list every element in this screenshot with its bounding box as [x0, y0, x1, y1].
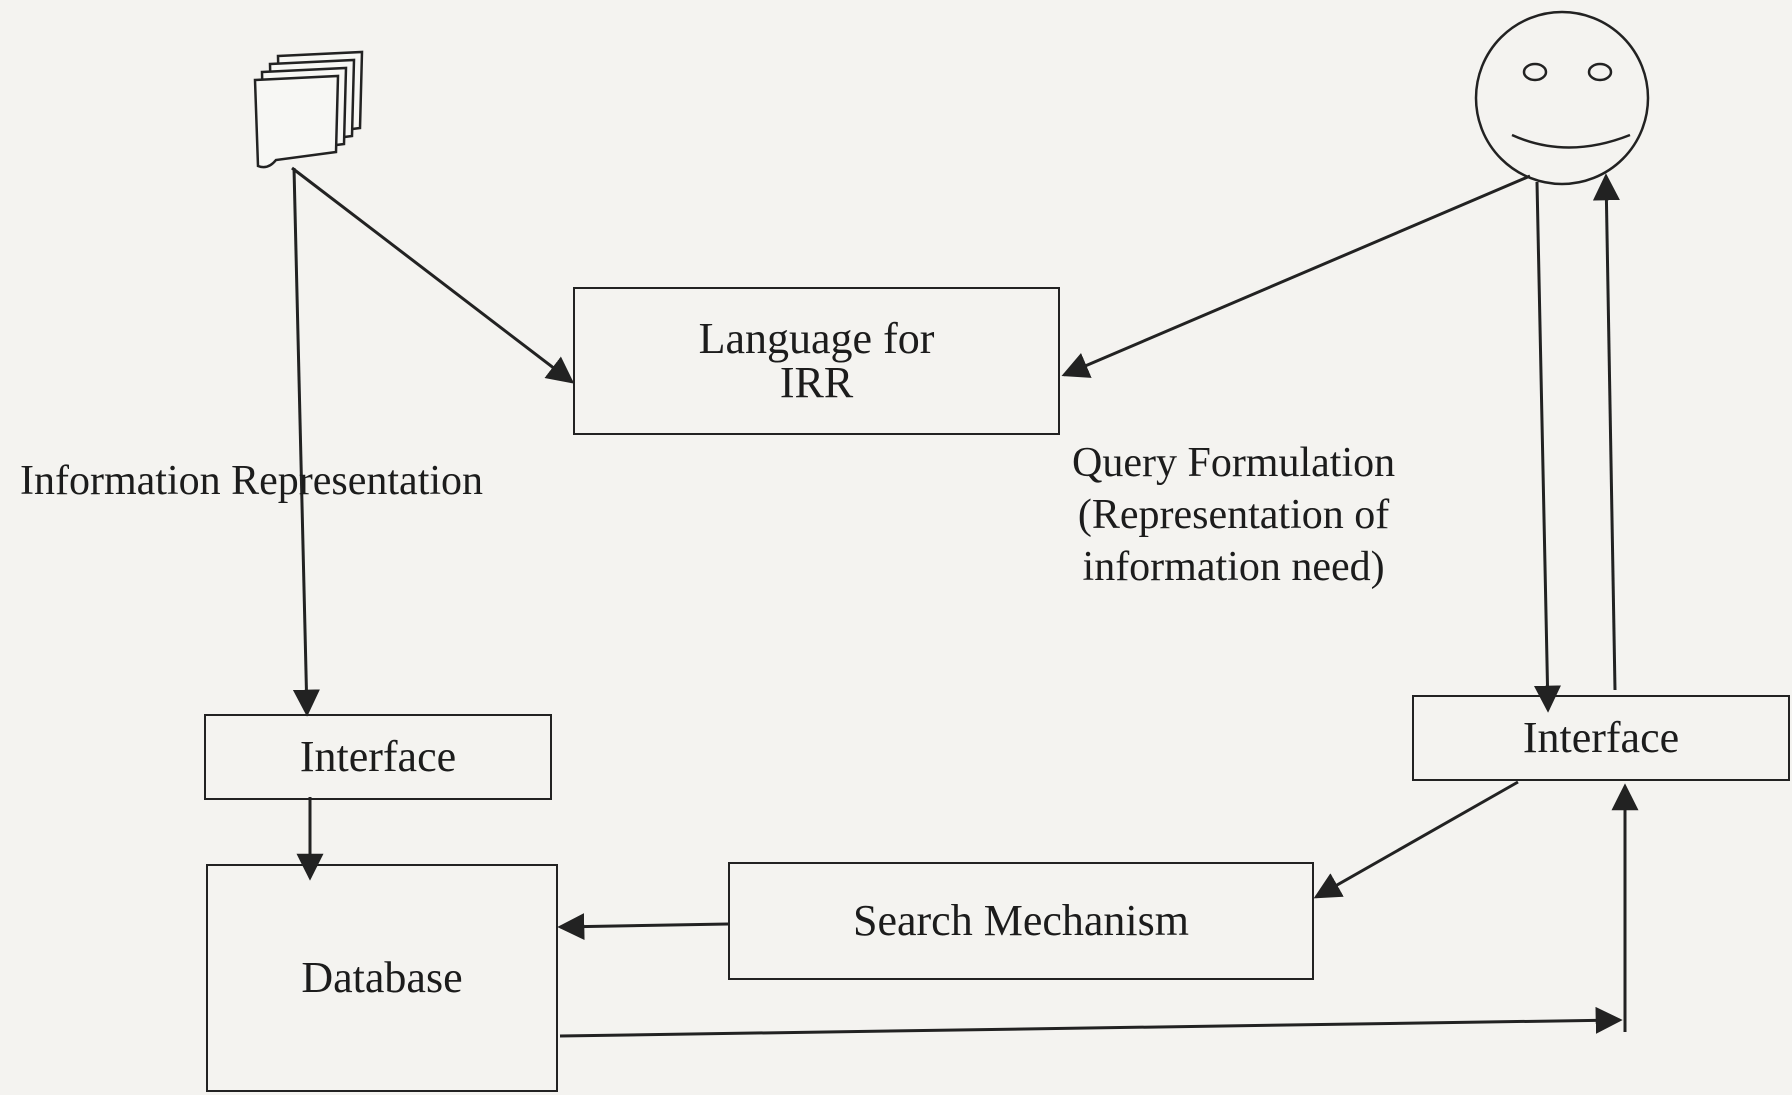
interface-left-label: Interface — [299, 732, 457, 781]
edge-search-to-database — [557, 913, 729, 941]
edge-user-to-interface-right — [1533, 181, 1561, 713]
edge-database-to-interface-right-h — [559, 1006, 1623, 1038]
query-formulation-label: Query Formulation (Representation of inf… — [1072, 437, 1395, 593]
query-line-1: Query Formulation — [1072, 440, 1396, 486]
query-line-2: (Representation of — [1077, 492, 1390, 538]
database-box: Database — [206, 864, 558, 1092]
interface-right-label: Interface — [1522, 713, 1680, 762]
query-line-3: information need) — [1082, 544, 1385, 590]
edge-user-to-language — [1061, 174, 1531, 378]
edge-documents-to-language — [291, 166, 575, 384]
edge-interface-right-to-user — [1592, 173, 1620, 691]
search-mechanism-label: Search Mechanism — [853, 896, 1189, 945]
language-box-line-1: Language for — [698, 314, 935, 363]
edges — [291, 166, 1639, 1038]
interface-left-box: Interface — [204, 714, 552, 800]
smiley-user-icon — [1474, 10, 1650, 186]
interface-right-box: Interface — [1412, 695, 1790, 781]
edge-interface-right-to-search — [1313, 780, 1519, 899]
information-representation-label: Information Representation — [20, 458, 484, 504]
edge-documents-to-interface-left — [292, 167, 320, 717]
language-for-irr-box: Language for IRR — [573, 287, 1060, 435]
database-label: Database — [301, 953, 463, 1002]
search-mechanism-box: Search Mechanism — [728, 862, 1314, 980]
documents-icon — [253, 50, 364, 169]
language-box-line-2: IRR — [779, 358, 854, 407]
